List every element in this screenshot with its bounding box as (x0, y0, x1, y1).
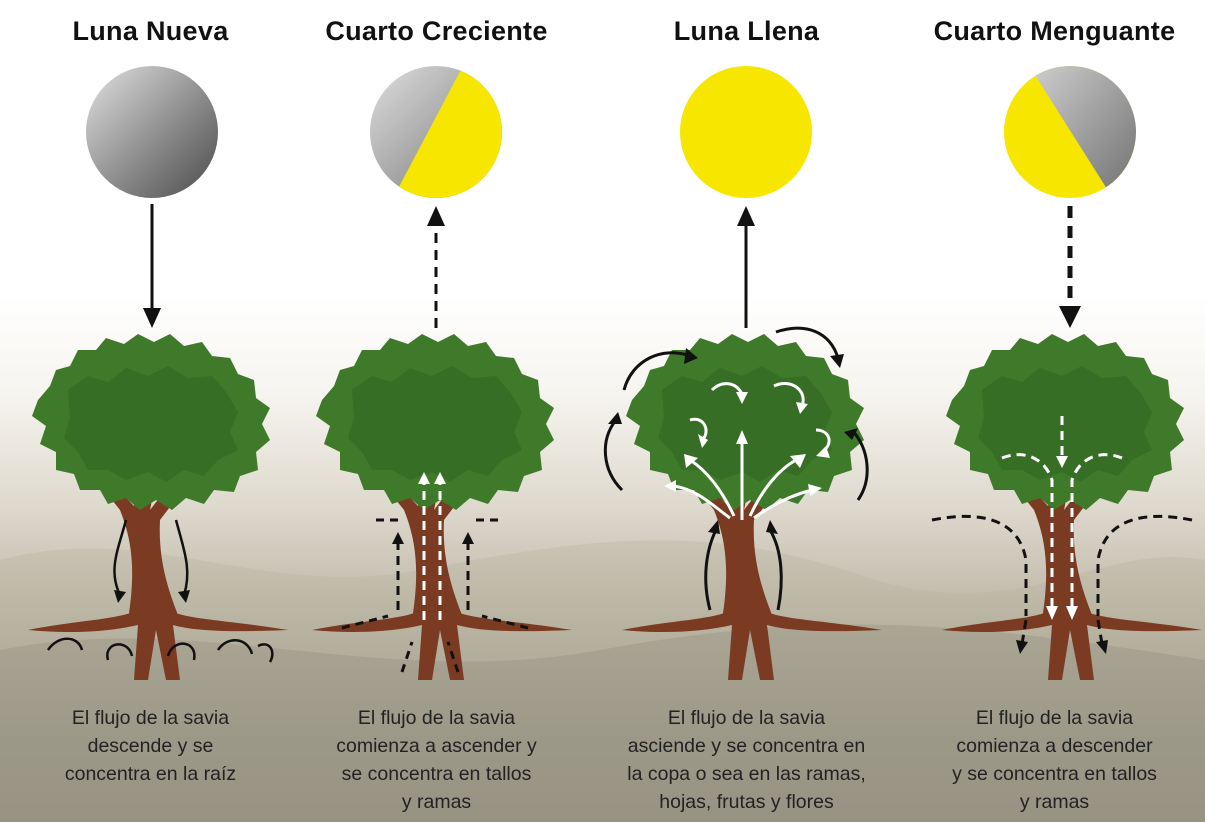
tree-icon (312, 334, 572, 680)
sap-down-arrow-icon (143, 204, 161, 328)
caption-line: comienza a ascender y (336, 735, 537, 757)
phase-caption: El flujo de la savia comienza a ascender… (286, 704, 587, 816)
phase-caption: El flujo de la savia comienza a descende… (904, 704, 1205, 816)
caption-line: El flujo de la savia (667, 707, 826, 729)
caption-line: El flujo de la savia (71, 707, 230, 729)
phase-panel-first-quarter: Cuarto Creciente (286, 0, 587, 822)
last-quarter-moon-icon (1004, 66, 1136, 198)
caption-line: asciende y se concentra en (627, 735, 866, 757)
caption-line: El flujo de la savia (975, 707, 1134, 729)
phase-caption: El flujo de la savia asciende y se conce… (596, 704, 897, 816)
first-quarter-moon-icon (370, 66, 502, 198)
phase-title: Cuarto Creciente (325, 16, 548, 46)
full-moon-icon (680, 66, 812, 198)
caption-line: comienza a descender (956, 735, 1153, 757)
phase-caption: El flujo de la savia descende y se conce… (0, 704, 301, 788)
tree-icon (603, 326, 882, 680)
tree-icon (931, 334, 1202, 680)
phase-panel-full-moon: Luna Llena (596, 0, 897, 822)
caption-line: se concentra en tallos (341, 763, 532, 785)
sap-up-dashed-arrow-icon (427, 206, 445, 328)
phase-title: Cuarto Menguante (933, 16, 1176, 46)
phase-title: Luna Nueva (72, 16, 229, 46)
caption-line: concentra en la raíz (64, 763, 237, 785)
phase-panel-new-moon: Luna Nueva El f (0, 0, 301, 822)
sap-up-arrow-icon (737, 206, 755, 328)
caption-line: descende y se (87, 735, 214, 757)
phase-panel-last-quarter: Cuarto Menguante (904, 0, 1205, 822)
caption-line: El flujo de la savia (357, 707, 516, 729)
caption-line: hojas, frutas y flores (659, 791, 834, 813)
caption-line: y se concentra en tallos (952, 763, 1157, 785)
phase-title: Luna Llena (673, 16, 820, 46)
sap-down-dashed-arrow-icon (1059, 206, 1081, 328)
tree-icon (28, 334, 288, 680)
caption-line: y ramas (1019, 791, 1090, 813)
caption-line: y ramas (401, 791, 472, 813)
new-moon-icon (86, 66, 218, 198)
caption-line: la copa o sea en las ramas, (627, 763, 866, 785)
